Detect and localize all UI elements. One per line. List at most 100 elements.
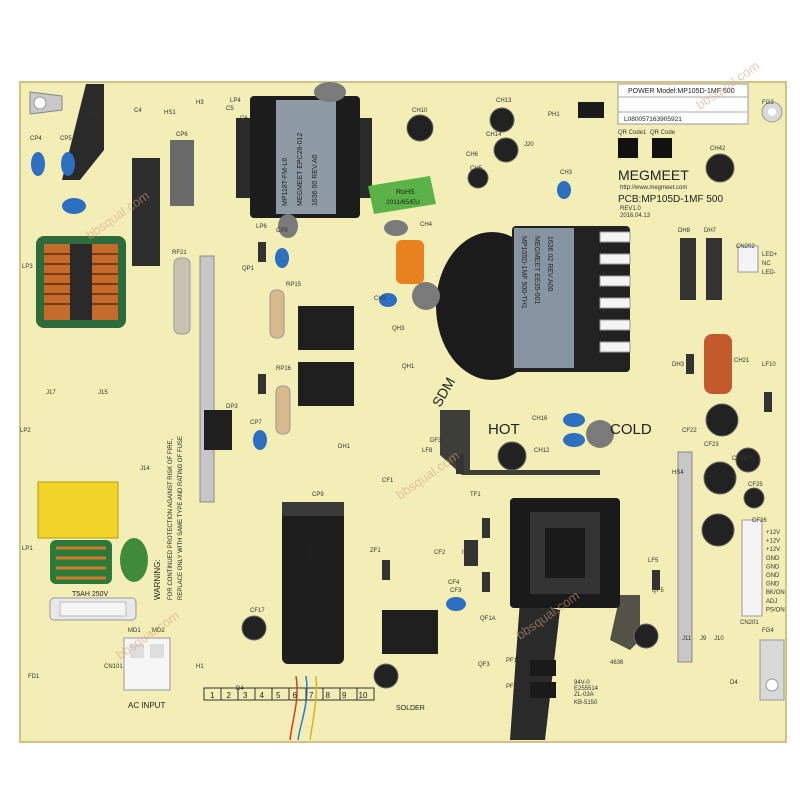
qr-label-2: QR Code — [650, 130, 676, 136]
designator-ch13: CH13 — [496, 98, 512, 104]
designator-rp15: RP15 — [286, 282, 302, 288]
transformer-2-line1: MP105D-1MF 500-TH1 — [520, 236, 527, 309]
designator-cf26: CF26 — [752, 518, 767, 524]
resistors — [173, 257, 291, 435]
designator-c4: C4 — [134, 108, 142, 114]
bulk-capacitor: 35V 680uF — [282, 502, 344, 664]
designator-cf4: CF4 — [448, 580, 460, 586]
small-inductor — [50, 540, 112, 584]
designator-c5: C5 — [226, 106, 234, 112]
film-cap-red — [704, 334, 732, 394]
designator-ch42: CH42 — [710, 146, 726, 152]
fuse — [49, 597, 137, 621]
designator-dh7: DH7 — [704, 228, 717, 234]
mosfets — [204, 306, 438, 654]
qr-label-1: QR Code1 — [618, 130, 647, 136]
model-sticker: POWER Model:MP105D-1MF 500 L080057163905… — [617, 83, 749, 125]
diodes — [258, 238, 772, 592]
pcb-code: 94V-0 — [574, 680, 590, 686]
designator-cf2: CF2 — [434, 550, 446, 556]
ac-input-label: AC INPUT — [128, 701, 165, 710]
designator-lp4: LP4 — [230, 98, 241, 104]
designator-md1: MD1 — [128, 628, 141, 634]
designator-cf23: CF23 — [704, 442, 719, 448]
designator-h1: H1 — [196, 664, 204, 670]
transformer-2-line3: 1636 02 REV.A00 — [546, 236, 553, 292]
designator-qf1a: QF1A — [480, 616, 496, 622]
rohs-sticker: RoHS 2011/65/EU — [368, 176, 436, 214]
designator-pf2: PF2 — [506, 684, 518, 690]
output-pin-label: BK/ON — [766, 590, 785, 596]
brand-name: MEGMEET — [618, 167, 689, 183]
warning-line2: REPLACE ONLY WITH SAME TYPE AND RATING O… — [178, 436, 184, 600]
designator-lf10: LF10 — [762, 362, 776, 368]
transformer-2: MP105D-1MF 500-TH1 MEGMEET EE35-001 1636… — [436, 226, 631, 380]
designator-j10: J10 — [714, 636, 724, 642]
cold-label: COLD — [610, 421, 652, 438]
designator-cp7: CP7 — [250, 420, 262, 426]
designator-hs4: HS4 — [672, 470, 684, 476]
designator-cf24: CF24 — [732, 456, 747, 462]
designator-j11: J11 — [682, 636, 692, 642]
hot-label: HOT — [488, 421, 520, 438]
output-pin-label: GND — [766, 573, 780, 579]
designator-lf9: LF9 — [744, 456, 755, 462]
pcb-model: PCB:MP105D-1MF 500 — [618, 194, 723, 205]
designator-ph1: PH1 — [548, 112, 560, 118]
heatsink-right — [677, 451, 693, 663]
heatsink-left — [199, 255, 215, 503]
pin-number-9: 9 — [342, 691, 347, 700]
designator-qp1: QP1 — [242, 266, 255, 272]
designator-cf25: CF25 — [748, 482, 763, 488]
designator-lp1: LP1 — [22, 546, 33, 552]
pin-number-10: 10 — [359, 691, 368, 700]
designator-ch21: CH21 — [734, 358, 750, 364]
ptc-thermistor — [170, 140, 194, 206]
designator-cp5: CP5 — [60, 136, 72, 142]
output-pin-label: GND — [766, 582, 780, 588]
pcb-date: 2016.04.13 — [620, 213, 651, 219]
pin-number-8: 8 — [326, 691, 331, 700]
ceramic-caps — [31, 152, 585, 611]
designator-qh3: QH3 — [392, 326, 405, 332]
designator-dh3: DH3 — [672, 362, 685, 368]
pcb-code: E255514 — [574, 686, 599, 692]
designator-j17: J17 — [46, 390, 56, 396]
designator-dp3: DP3 — [226, 404, 238, 410]
designator-cp8: CP8 — [276, 228, 288, 234]
designator-lp3: LP3 — [22, 264, 33, 270]
pcb-code: ZL-03A — [574, 692, 594, 698]
designator-lf5: LF5 — [648, 558, 659, 564]
designator-fg4: FG4 — [762, 628, 774, 634]
designator-rf21: RF21 — [172, 250, 187, 256]
qr-code-2 — [652, 138, 672, 158]
designator-ch3: CH3 — [560, 170, 573, 176]
designator-fg2: FG2 — [90, 112, 102, 118]
designator-cf22: CF22 — [682, 428, 697, 434]
pin-number-4: 4 — [260, 691, 265, 700]
designator-df3: DF3 — [430, 438, 442, 444]
pin-number-6: 6 — [293, 691, 298, 700]
designator-cn101: CN101 — [104, 664, 123, 670]
common-mode-choke — [36, 236, 126, 328]
designator-dh1: DH1 — [338, 444, 351, 450]
designator-ch4: CH4 — [420, 222, 433, 228]
designator-fd1: FD1 — [28, 674, 40, 680]
pcb-code: KB-5150 — [574, 700, 598, 706]
output-pin-label: +12V — [766, 547, 780, 553]
designator-zf1: ZF1 — [370, 548, 381, 554]
output-pin-label: +12V — [766, 530, 780, 536]
designator-ch10: CH10 — [412, 108, 428, 114]
mounting-holes — [29, 91, 785, 701]
designator-qf5: QF5 — [652, 588, 664, 594]
led-pin-label: NC — [762, 261, 771, 267]
qr-code-1 — [618, 138, 638, 158]
pcb-rev: REV1.0 — [620, 206, 641, 212]
designator-cp9: CP9 — [312, 492, 324, 498]
designator-pf1: PF1 — [506, 658, 518, 664]
designator-d4: D4 — [236, 686, 244, 692]
designator-lf8: LF8 — [422, 448, 433, 454]
